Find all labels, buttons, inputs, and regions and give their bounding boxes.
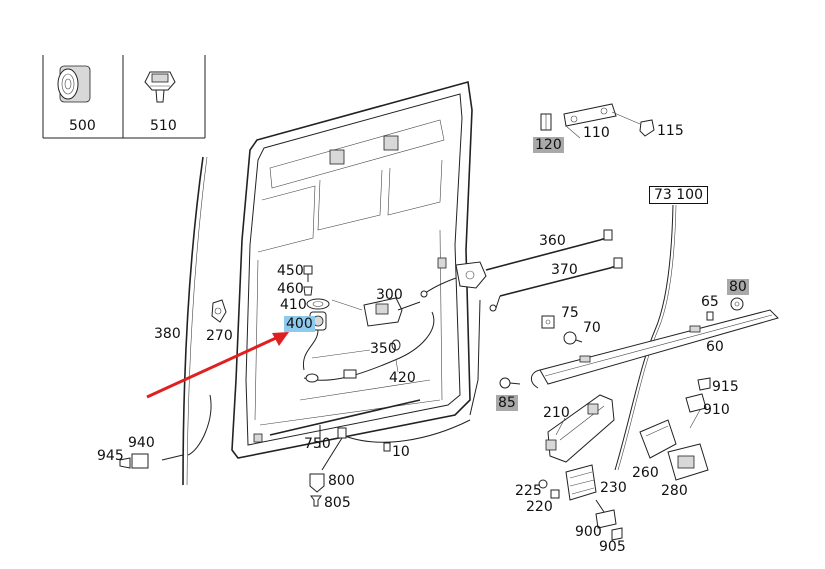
part-115 <box>639 119 655 137</box>
parts-940-945 <box>119 453 184 469</box>
label-805[interactable]: 805 <box>324 495 351 511</box>
label-115[interactable]: 115 <box>657 123 684 139</box>
label-75[interactable]: 75 <box>561 305 579 321</box>
label-220[interactable]: 220 <box>526 499 553 515</box>
label-280[interactable]: 280 <box>661 483 688 499</box>
label-260[interactable]: 260 <box>632 465 659 481</box>
label-70[interactable]: 70 <box>583 320 601 336</box>
cable-360 <box>485 229 613 271</box>
parts-450-460 <box>303 265 313 296</box>
label-420[interactable]: 420 <box>389 370 416 386</box>
red-arrow <box>146 332 289 399</box>
rail-60 <box>531 309 779 389</box>
bowden-cable-10 <box>341 419 471 452</box>
clip-fastener-icon <box>144 71 176 103</box>
legend-label-510: 510 <box>150 118 177 134</box>
label-270[interactable]: 270 <box>206 328 233 344</box>
parts-65-80 <box>706 297 744 321</box>
label-400[interactable]: 400 <box>284 316 315 332</box>
label-450[interactable]: 450 <box>277 263 304 279</box>
part-270 <box>211 299 227 323</box>
label-905[interactable]: 905 <box>599 539 626 555</box>
label-460[interactable]: 460 <box>277 281 304 297</box>
label-210[interactable]: 210 <box>543 405 570 421</box>
legend-label-500: 500 <box>69 118 96 134</box>
label-10[interactable]: 10 <box>392 444 410 460</box>
label-370[interactable]: 370 <box>551 262 578 278</box>
label-300[interactable]: 300 <box>376 287 403 303</box>
label-915[interactable]: 915 <box>712 379 739 395</box>
part-410 <box>306 298 330 310</box>
label-73100[interactable]: 73 100 <box>649 186 708 204</box>
label-65[interactable]: 65 <box>701 294 719 310</box>
cable-350-420 <box>303 311 435 383</box>
part-300 <box>363 297 421 327</box>
label-750[interactable]: 750 <box>304 436 331 452</box>
label-230[interactable]: 230 <box>600 480 627 496</box>
tape-roll-icon <box>57 65 91 103</box>
part-230 <box>565 464 597 501</box>
cable-73100 <box>614 204 677 471</box>
label-350[interactable]: 350 <box>370 341 397 357</box>
latch-assembly <box>420 261 497 416</box>
label-60[interactable]: 60 <box>706 339 724 355</box>
part-260 <box>639 419 677 459</box>
legend-box <box>42 55 206 139</box>
parts-750-800-805 <box>309 425 347 507</box>
part-110 <box>563 103 641 127</box>
seal-strip-380 <box>182 156 212 486</box>
label-85[interactable]: 85 <box>496 395 518 411</box>
label-110[interactable]: 110 <box>583 125 610 141</box>
label-120[interactable]: 120 <box>533 137 564 153</box>
parts-910-915 <box>685 377 711 413</box>
cable-370 <box>495 257 623 309</box>
parts-900-905 <box>595 499 623 541</box>
label-945[interactable]: 945 <box>97 448 124 464</box>
label-410[interactable]: 410 <box>280 297 307 313</box>
label-380[interactable]: 380 <box>154 326 181 342</box>
leader-lines <box>311 125 701 436</box>
parts-220-225 <box>538 479 560 499</box>
part-210 <box>545 394 615 463</box>
part-120 <box>540 113 552 131</box>
label-940[interactable]: 940 <box>128 435 155 451</box>
label-360[interactable]: 360 <box>539 233 566 249</box>
label-910[interactable]: 910 <box>703 402 730 418</box>
part-280 <box>667 443 709 481</box>
door-panel <box>231 80 473 459</box>
label-900[interactable]: 900 <box>575 524 602 540</box>
part-85 <box>499 377 521 389</box>
parts-70-75 <box>541 315 583 345</box>
label-800[interactable]: 800 <box>328 473 355 489</box>
label-80[interactable]: 80 <box>727 279 749 295</box>
label-225[interactable]: 225 <box>515 483 542 499</box>
